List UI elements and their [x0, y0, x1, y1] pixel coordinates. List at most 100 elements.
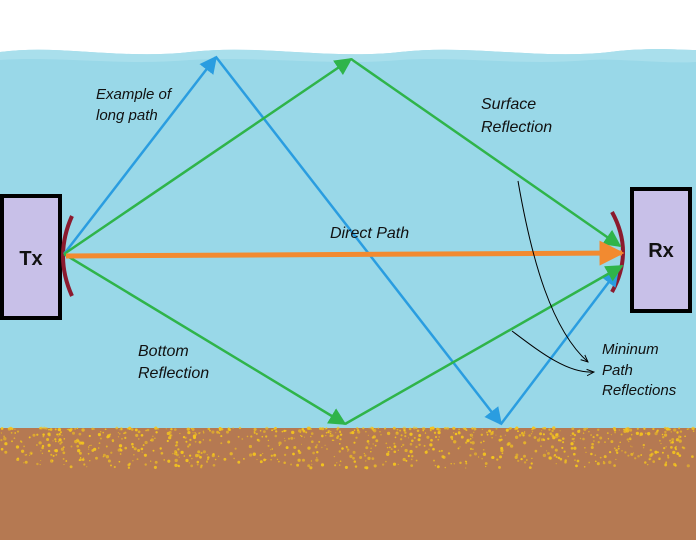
sand-grain — [671, 440, 674, 444]
sand-grain — [434, 435, 438, 439]
sand-grain — [554, 448, 558, 452]
sand-grain — [392, 462, 397, 466]
sand-grain — [127, 466, 131, 469]
sand-grain — [633, 452, 635, 454]
sand-grain — [547, 437, 550, 441]
sand-grain — [500, 438, 503, 441]
sand-grain — [292, 452, 295, 456]
sand-grain — [482, 448, 485, 451]
sand-grain — [45, 427, 48, 430]
sand-grain — [629, 428, 633, 432]
sand-grain — [576, 459, 580, 463]
sand-grain — [278, 444, 281, 446]
sand-grain — [675, 437, 680, 442]
sand-grain — [522, 434, 525, 437]
surface-reflection-label-line2: Reflection — [481, 119, 552, 136]
sand-grain — [60, 441, 63, 444]
sand-grain — [490, 431, 494, 435]
sand-grain — [52, 454, 55, 457]
sand-grain — [202, 430, 205, 432]
sand-grain — [316, 450, 319, 454]
sand-grain — [174, 458, 178, 463]
sand-grain — [630, 452, 634, 456]
sand-grain — [379, 431, 381, 433]
sand-grain — [396, 431, 398, 433]
sand-grain — [411, 439, 414, 442]
sand-grain — [573, 440, 575, 443]
sand-grain — [676, 452, 680, 456]
sand-grain — [299, 431, 302, 433]
sand-grain — [192, 432, 194, 434]
sand-grain — [120, 427, 122, 429]
bottom-reflection-down-arrow — [63, 252, 347, 426]
sand-grain — [174, 450, 177, 453]
sand-grain — [426, 435, 430, 439]
sand-grain — [105, 455, 110, 459]
sand-grain — [54, 440, 57, 443]
sand-grain — [38, 427, 42, 430]
sand-grain — [469, 438, 472, 440]
sand-grain — [472, 437, 474, 439]
sand-grain — [121, 438, 123, 440]
sand-grain — [23, 445, 25, 448]
sand-grain — [119, 433, 121, 435]
sand-grain — [583, 427, 587, 431]
sand-grain — [500, 448, 504, 453]
sand-grain — [402, 457, 406, 462]
minimum-path-pointer-upper — [517, 180, 588, 362]
sand-grain — [74, 428, 76, 430]
sand-grain — [393, 445, 397, 448]
sand-grain — [393, 450, 397, 454]
sand-grain — [271, 429, 274, 432]
sand-grain — [452, 432, 455, 434]
sand-grain — [457, 430, 461, 434]
sand-grain — [57, 440, 60, 443]
sand-grain — [78, 432, 82, 436]
sand-grain — [362, 427, 365, 430]
sand-grain — [302, 458, 305, 462]
sand-grain — [463, 428, 466, 430]
sand-grain — [79, 456, 82, 459]
sand-grain — [110, 464, 112, 467]
sand-grain — [377, 427, 379, 429]
minimum-path-label-line1: Mininum — [602, 341, 659, 358]
sand-grain — [326, 448, 328, 450]
sand-grain — [281, 430, 284, 433]
sand-grain — [437, 438, 440, 441]
sand-grain — [76, 444, 80, 448]
sand-grain — [331, 439, 334, 441]
sand-grain — [206, 454, 208, 456]
sand-grain — [28, 436, 31, 439]
sand-grain — [207, 456, 210, 459]
direct-path-arrow — [65, 240, 625, 266]
sand-grain — [366, 440, 370, 443]
sand-grain — [145, 429, 147, 432]
sand-grain — [155, 431, 158, 434]
sand-grain — [592, 436, 595, 439]
sand-grain — [542, 453, 547, 458]
sand-grain — [620, 433, 623, 436]
sand-grain — [320, 463, 325, 467]
sand-grain — [102, 431, 105, 434]
sand-grain — [608, 460, 612, 464]
sand-grain — [570, 442, 574, 446]
sand-grain — [353, 460, 357, 463]
sand-grain — [131, 442, 134, 446]
sand-grain — [81, 458, 85, 461]
sand-grain — [321, 427, 325, 431]
sand-grain — [58, 433, 61, 436]
sand-grain — [670, 446, 673, 449]
sand-grain — [383, 427, 386, 430]
sand-grain — [548, 428, 551, 431]
sand-grain — [237, 460, 241, 464]
sand-grain — [36, 433, 39, 436]
sand-grain — [41, 452, 44, 455]
sand-grain — [370, 447, 372, 449]
sand-grain — [50, 459, 54, 463]
sand-grain — [491, 456, 495, 459]
sand-grain — [259, 430, 262, 432]
sand-grain — [557, 456, 561, 460]
sand-grain — [459, 446, 461, 448]
sand-grain — [333, 455, 336, 458]
seabed — [0, 428, 696, 540]
